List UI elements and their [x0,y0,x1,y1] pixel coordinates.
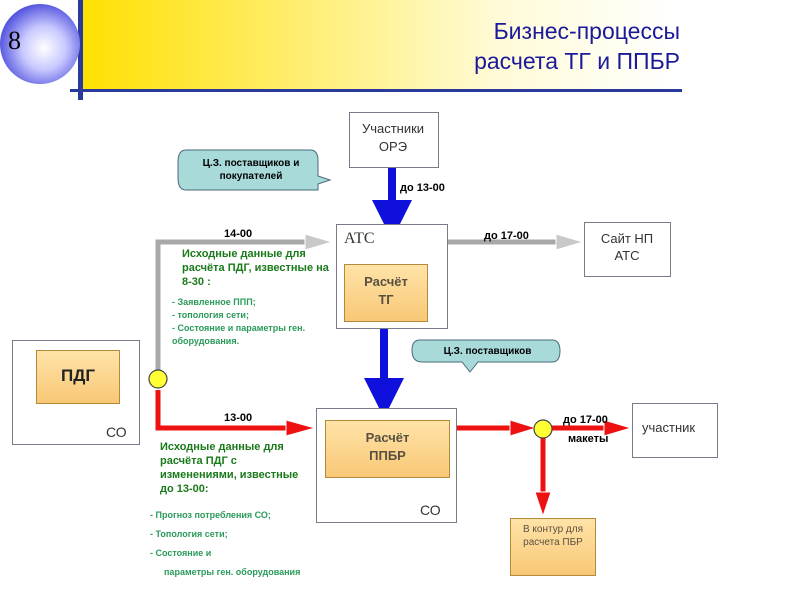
initial-data-tg-list: - Заявленное ППП; - топология сети; - Со… [172,296,332,348]
so-left-label: СО [106,424,127,440]
gray-arrowhead-site [555,233,585,251]
makety-label: макеты [568,433,609,445]
pdg-label: ПДГ [61,366,95,385]
time-label-participants: до 13-00 [400,182,445,194]
initial-data-ppbr: Исходные данные для расчёта ПДГ с измене… [160,441,299,495]
ppbr-list-item-4: параметры ген. оборудования [164,567,301,577]
tg-list-item-1: - Заявленное ППП; [172,297,256,307]
gray-flow-pdg-to-ats [155,239,315,378]
red-arrowhead-ppbr [285,419,317,437]
page-title: Бизнес-процессы расчета ТГ и ППБР [360,16,680,76]
calc-tg-label: Расчёт ТГ [364,274,408,307]
red-arrowhead-participants [603,419,633,437]
initial-data-ppbr-list: - Прогноз потребления СО; - Топология се… [150,506,350,582]
site-label: Сайт НП АТС [600,231,654,263]
junction-right [533,419,553,439]
header-yellow-bar [80,0,680,90]
participants-ore-label: Участники ОРЭ [361,121,425,154]
participants-ore-box [349,112,439,168]
site-box [584,222,671,277]
participants-right-box [632,403,718,458]
participants-right-label: участник [642,420,696,435]
red-flow-pdg-to-ppbr [155,390,296,431]
slide-number-badge [0,4,80,84]
ppbr-list-item-2: - Топология сети; [150,529,228,539]
time-label-site: до 17-00 [484,230,529,242]
red-arrowhead-junction [509,419,538,437]
header-vertical-line [78,0,83,100]
so-center-label: СО [420,502,441,518]
callout-suppliers: Ц.З. поставщиков [443,346,532,357]
time-label-right: до 17-00 [563,414,608,426]
junction-left [148,369,168,389]
callout-suppliers-buyers-shape [177,149,332,191]
time-label-1400: 14-00 [224,228,253,240]
contour-label: В контур для расчета ПБР [522,524,584,548]
ppbr-list-item-1: - Прогноз потребления СО; [150,510,271,520]
gray-arrowhead-ats [304,233,334,251]
calc-ppbr-label: Расчёт ППБР [365,430,410,463]
calc-ppbr-box: Расчёт ППБР [325,420,450,478]
slide-number: 8 [8,26,21,55]
pdg-box: ПДГ [36,350,120,404]
header-horizontal-line [70,89,682,92]
title-line-1: Бизнес-процессы [493,18,680,44]
callout-suppliers-buyers: Ц.З. поставщиков и покупателей [202,158,300,182]
contour-box: В контур для расчета ПБР [510,518,596,576]
red-arrowhead-contour [534,491,552,518]
title-line-2: расчета ТГ и ППБР [474,48,680,74]
tg-list-item-2: - топология сети; [172,310,249,320]
ppbr-list-item-3: - Состояние и [150,548,212,558]
callout-suppliers-shape [411,339,561,373]
time-label-1300: 13-00 [224,412,253,424]
tg-list-item-3: - Состояние и параметры ген. оборудовани… [172,323,306,346]
calc-tg-box: Расчёт ТГ [344,264,428,322]
initial-data-tg: Исходные данные для расчёта ПДГ, известн… [182,248,329,288]
ats-label: АТС [344,230,375,247]
